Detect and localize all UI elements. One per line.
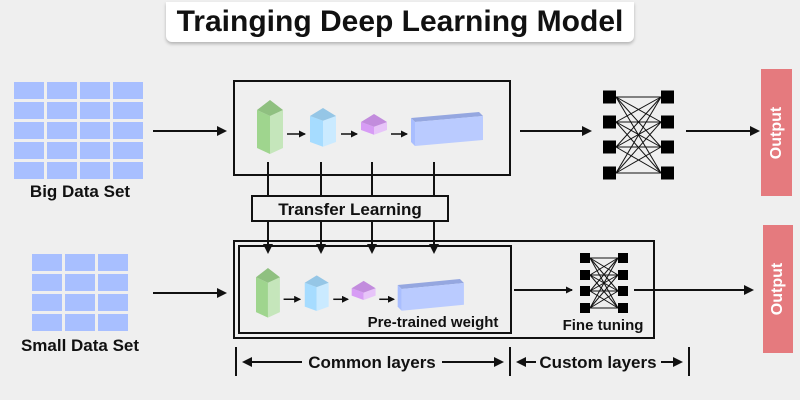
- neuron-node: [580, 303, 590, 313]
- neuron-node: [661, 140, 674, 154]
- layer-block-purple: [361, 114, 387, 135]
- big-dataset-icon: [14, 82, 143, 179]
- dataset-cell: [113, 162, 143, 179]
- layer-block-cyan: [310, 108, 336, 147]
- dataset-cell: [113, 102, 143, 119]
- big-dataset-label: Big Data Set: [30, 182, 130, 201]
- fine-tuning-label: Fine tuning: [563, 317, 644, 334]
- dataset-cell: [32, 314, 62, 331]
- dataset-cell: [65, 294, 95, 311]
- neuron-node: [661, 90, 674, 104]
- common-layers-label: Common layers: [308, 353, 436, 372]
- neuron-node: [618, 286, 628, 296]
- neuron-node: [580, 270, 590, 280]
- diagram-title: Trainging Deep Learning Model: [166, 2, 634, 42]
- dataset-cell: [14, 142, 44, 159]
- neuron-node: [618, 270, 628, 280]
- transfer-learning-label: Transfer Learning: [278, 200, 422, 219]
- dataset-cell: [80, 122, 110, 139]
- dataset-cell: [80, 162, 110, 179]
- dataset-cell: [32, 274, 62, 291]
- neuron-node: [603, 115, 616, 129]
- layer-span-indicator: [235, 347, 690, 376]
- neuron-node: [618, 303, 628, 313]
- dataset-cell: [14, 82, 44, 99]
- dataset-cell: [47, 122, 77, 139]
- output-bar-bottom: [763, 225, 793, 353]
- dataset-cell: [47, 102, 77, 119]
- transfer-learning-box: [251, 195, 449, 222]
- output-label-bottom: Output: [769, 262, 786, 315]
- dataset-cell: [32, 294, 62, 311]
- neuron-node: [603, 140, 616, 154]
- pretrained-box: [238, 245, 512, 334]
- dataset-cell: [98, 274, 128, 291]
- layer-block-purple: [351, 280, 376, 301]
- dataset-cell: [47, 162, 77, 179]
- neuron-node: [603, 166, 616, 180]
- dataset-cell: [14, 122, 44, 139]
- neuron-node: [661, 115, 674, 129]
- dataset-cell: [14, 162, 44, 179]
- dataset-cell: [32, 254, 62, 271]
- layer-block-blue: [397, 279, 464, 311]
- layer-block-green: [256, 268, 280, 318]
- pretrained-label: Pre-trained weight: [368, 314, 499, 331]
- output-label-top: Output: [768, 106, 785, 159]
- custom-layers-label: Custom layers: [539, 353, 656, 372]
- dataset-cell: [113, 82, 143, 99]
- neuron-node: [661, 166, 674, 180]
- dataset-cell: [98, 254, 128, 271]
- dataset-cell: [47, 82, 77, 99]
- dataset-cell: [65, 254, 95, 271]
- dataset-cell: [98, 314, 128, 331]
- dataset-cell: [14, 102, 44, 119]
- dataset-cell: [65, 274, 95, 291]
- dataset-cell: [65, 314, 95, 331]
- layer-block-green: [257, 100, 283, 154]
- dataset-cell: [113, 122, 143, 139]
- dataset-cell: [98, 294, 128, 311]
- small-dataset-label: Small Data Set: [21, 336, 139, 355]
- dataset-cell: [80, 142, 110, 159]
- dataset-cell: [47, 142, 77, 159]
- base-model-layers: [257, 100, 483, 154]
- fine-tuning-network-icon: [580, 253, 628, 313]
- neuron-node: [580, 253, 590, 263]
- small-dataset-icon: [32, 254, 128, 331]
- neuron-node: [618, 253, 628, 263]
- dataset-cell: [80, 102, 110, 119]
- neuron-node: [603, 90, 616, 104]
- layer-block-blue: [411, 112, 483, 146]
- pretrained-layers: [256, 268, 464, 318]
- output-bar-top: [761, 69, 792, 196]
- neuron-node: [580, 286, 590, 296]
- dataset-cell: [80, 82, 110, 99]
- dataset-cell: [113, 142, 143, 159]
- layer-block-cyan: [304, 275, 329, 312]
- classifier-network-icon: [603, 90, 674, 180]
